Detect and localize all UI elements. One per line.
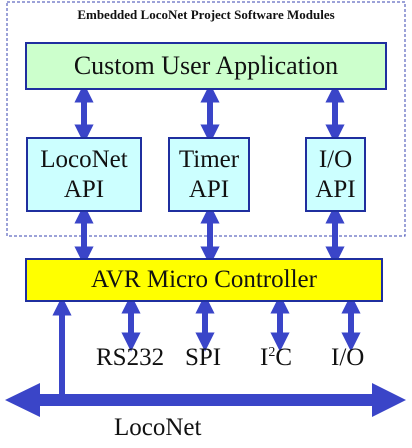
timer-api-line2: API [188,175,230,203]
spi-label: SPI [185,344,222,371]
io-api-box: I/O API [305,137,366,212]
timer-api-line1: Timer [178,145,240,173]
i2c-label: I2C [260,344,292,372]
custom-app-label: Custom User Application [73,51,339,80]
i2c-label-base: I [260,344,269,371]
avr-controller-label: AVR Micro Controller [91,266,317,293]
custom-app-box: Custom User Application [25,42,387,90]
io-api-line1: I/O [318,145,353,173]
i2c-label-tail: C [275,344,293,371]
io-label: I/O [331,344,365,371]
loconet-api-line2: API [63,175,105,203]
i2c-label-superscript: 2 [268,345,276,360]
loconet-bus [5,383,406,417]
avr-controller-box: AVR Micro Controller [25,258,383,302]
loconet-api-box: LocoNet API [26,137,142,212]
diagram-title: Embedded LocoNet Project Software Module… [77,7,335,22]
loconet-bus-label: LocoNet [114,414,202,441]
loconet-api-line1: LocoNet [40,145,128,173]
rs232-label: RS232 [96,344,165,371]
io-api-line2: API [315,175,356,203]
timer-api-box: Timer API [168,137,250,212]
